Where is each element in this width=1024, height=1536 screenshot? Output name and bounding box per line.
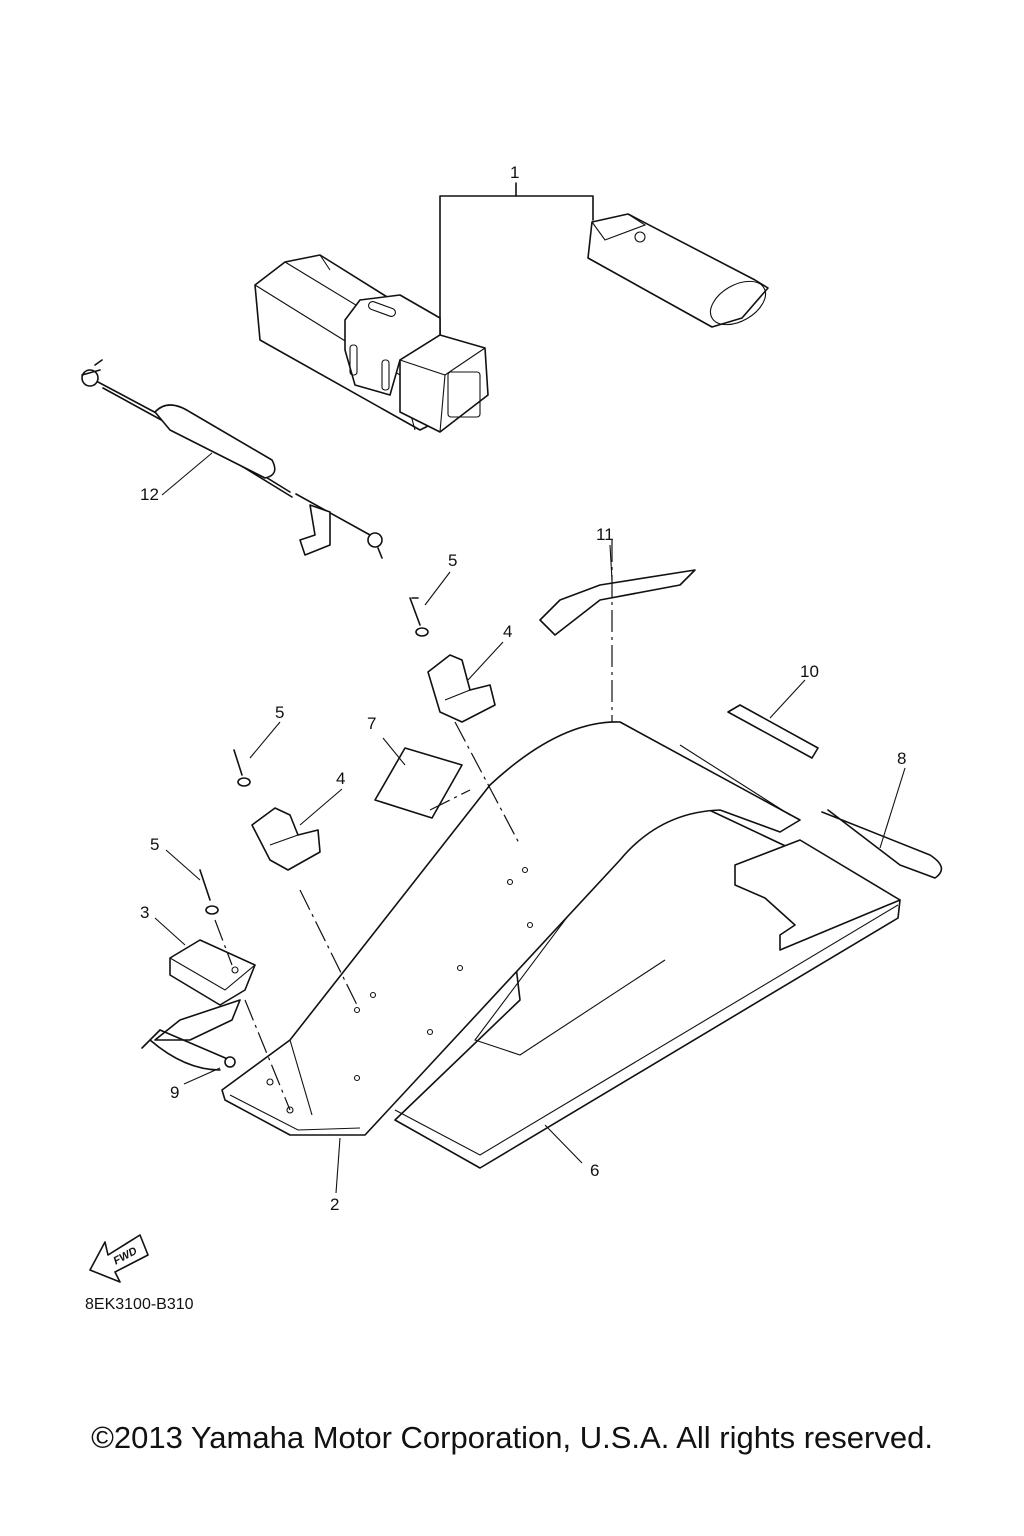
pin-part-9: [141, 1029, 236, 1071]
clip-part-4-lower: [251, 807, 358, 1006]
leader-lines: [154, 452, 906, 1194]
fwd-arrow-icon: FWD: [89, 1234, 149, 1283]
callout-12: 12: [140, 485, 159, 504]
callout-4a: 4: [503, 622, 512, 641]
callout-10: 10: [800, 662, 819, 681]
callout-8: 8: [897, 749, 906, 768]
callout-9: 9: [170, 1083, 179, 1102]
tool-kit-part-1: [254, 182, 769, 433]
callout-7: 7: [367, 714, 376, 733]
callout-3: 3: [140, 903, 149, 922]
screw-part-5-c: [199, 869, 219, 915]
pad-part-10: [727, 704, 819, 759]
callout-6: 6: [590, 1161, 599, 1180]
mounting-holes: [266, 866, 534, 1114]
strip-part-11: [539, 569, 696, 636]
cover-part-2: [221, 721, 801, 1136]
lanyard-cable-part-12: [81, 359, 383, 559]
copyright-notice: ©2013 Yamaha Motor Corporation, U.S.A. A…: [91, 1420, 933, 1455]
hook-part-8: [821, 809, 943, 879]
callout-11: 11: [596, 525, 614, 544]
callout-2: 2: [330, 1195, 339, 1214]
hinge-part-3: [154, 919, 291, 1111]
callout-5c: 5: [150, 835, 159, 854]
label-part-7: [374, 747, 463, 819]
callout-5a: 5: [448, 551, 457, 570]
clip-part-4-upper: [427, 654, 521, 846]
callout-4b: 4: [336, 769, 345, 788]
screw-part-5-b: [233, 749, 251, 787]
callout-5b: 5: [275, 703, 284, 722]
screw-part-5-a: [409, 597, 429, 637]
diagram-code: 8EK3100-B310: [85, 1296, 194, 1313]
callout-1: 1: [510, 163, 519, 182]
